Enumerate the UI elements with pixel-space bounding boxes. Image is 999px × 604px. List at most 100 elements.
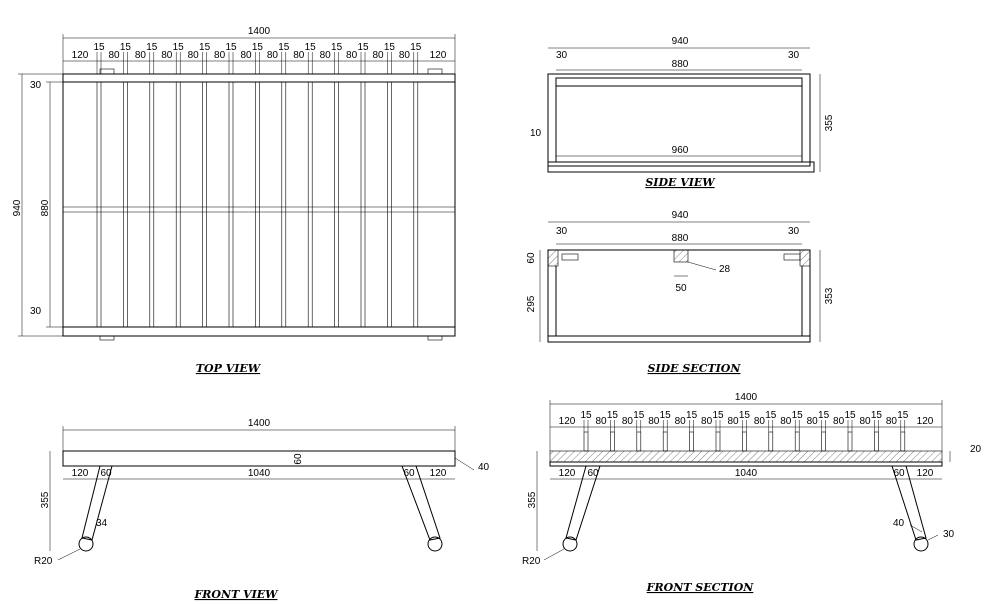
top-slat xyxy=(175,81,181,328)
section-dim-lower: 295 xyxy=(526,295,537,312)
fs-dim-leg-l: 60 xyxy=(587,468,599,479)
top-dim-gap: 80 xyxy=(293,50,305,61)
top-dim-slat: 15 xyxy=(225,42,237,53)
top-dim-gap: 80 xyxy=(372,50,384,61)
section-dim-left: 30 xyxy=(556,226,568,237)
front-dim-edge-right: 120 xyxy=(430,468,447,479)
side-view: 940 880 30 30 355 10 960 SIDE VIEW xyxy=(530,36,835,189)
fs-dim-slat: 15 xyxy=(897,410,909,421)
fs-dim-gap: 80 xyxy=(675,416,687,427)
fs-dim-gap: 80 xyxy=(833,416,845,427)
fs-dim-span: 1040 xyxy=(735,468,758,479)
fs-slat xyxy=(742,431,747,452)
top-dim-gap: 80 xyxy=(161,50,173,61)
top-slat xyxy=(307,81,313,328)
front-section-title: FRONT SECTION xyxy=(646,581,755,594)
front-leg-right xyxy=(401,465,441,541)
section-dim-inner: 880 xyxy=(672,233,689,244)
front-dim-foot: R20 xyxy=(34,556,53,567)
top-dim-gap: 80 xyxy=(188,50,200,61)
top-dim-slat: 15 xyxy=(384,42,396,53)
top-slat xyxy=(202,81,207,328)
section-dim-beam-w: 50 xyxy=(675,283,687,294)
fs-dim-gap: 80 xyxy=(701,416,713,427)
fs-dim-top: 20 xyxy=(970,444,982,455)
front-dim-edge-left: 120 xyxy=(72,468,89,479)
fs-dim-slat: 15 xyxy=(712,410,724,421)
side-dim-overall: 940 xyxy=(672,36,689,47)
top-stub-right xyxy=(427,68,443,75)
fs-dim-gap: 80 xyxy=(859,416,871,427)
fs-slat xyxy=(874,431,879,452)
fs-slat xyxy=(794,431,800,452)
fs-slats xyxy=(583,431,906,452)
fs-dim-gap: 80 xyxy=(886,416,898,427)
top-slat xyxy=(413,81,419,328)
fs-dim-overall: 1400 xyxy=(735,392,758,403)
fs-slat xyxy=(583,431,589,452)
fs-dim-gap: 80 xyxy=(622,416,634,427)
fs-dim-gap: 80 xyxy=(727,416,739,427)
front-dim-height: 355 xyxy=(40,491,51,508)
top-rail-front xyxy=(62,326,456,337)
side-dim-inner: 880 xyxy=(672,59,689,70)
side-top-rail xyxy=(555,77,803,87)
top-dim-slat: 15 xyxy=(357,42,369,53)
section-dim-overall: 940 xyxy=(672,210,689,221)
section-beam xyxy=(673,249,689,263)
section-dim-beam: 28 xyxy=(719,264,731,275)
front-view: 1400 60 120 60 1040 60 120 40 355 34 R20… xyxy=(34,418,490,601)
top-dim-depth: 940 xyxy=(12,199,23,216)
top-dim-slat: 15 xyxy=(120,42,132,53)
top-slats xyxy=(63,81,455,328)
top-dim-slat: 15 xyxy=(278,42,290,53)
top-slat xyxy=(281,81,287,328)
section-dim-total: 353 xyxy=(824,287,835,304)
top-view: 1400 120 120 158015801580158015801580158… xyxy=(12,26,456,375)
fs-dim-edge-l: 120 xyxy=(559,468,576,479)
fs-foot-left xyxy=(562,536,578,552)
top-dim-overall: 1400 xyxy=(248,26,271,37)
fs-foot-right xyxy=(913,536,929,552)
fs-slat xyxy=(689,431,694,452)
top-dim-gap: 80 xyxy=(320,50,332,61)
fs-dim-gap: 80 xyxy=(807,416,819,427)
top-slat xyxy=(149,81,155,328)
top-dim-slat: 15 xyxy=(146,42,158,53)
fs-slat xyxy=(847,431,853,452)
fs-dim-slat: 15 xyxy=(844,410,856,421)
side-section-title: SIDE SECTION xyxy=(648,362,742,375)
section-post-left xyxy=(547,249,559,267)
side-section: 940 880 30 30 60 295 353 28 50 SIDE SECT… xyxy=(526,210,835,375)
front-dim-thickness: 60 xyxy=(293,453,304,465)
top-stub-bl xyxy=(99,335,115,341)
fs-slat xyxy=(768,431,774,452)
fs-dim-foot-w: 30 xyxy=(943,529,955,540)
top-dim-gap: 80 xyxy=(135,50,147,61)
top-dim-gap: 80 xyxy=(108,50,120,61)
fs-dim-leg-w: 40 xyxy=(893,518,905,529)
fs-dim-slat: 15 xyxy=(792,410,804,421)
fs-slat xyxy=(900,431,906,452)
top-dim-edge-right: 120 xyxy=(430,50,447,61)
top-slat xyxy=(387,81,392,328)
fs-dim-gap: 80 xyxy=(595,416,607,427)
top-view-title: TOP VIEW xyxy=(196,362,262,375)
top-dim-slat: 15 xyxy=(199,42,211,53)
top-slat xyxy=(360,81,366,328)
fs-dim-gap: 80 xyxy=(780,416,792,427)
front-dim-end: 40 xyxy=(478,462,490,473)
top-dim-rail-front: 30 xyxy=(30,306,42,317)
top-dim-slat: 15 xyxy=(331,42,343,53)
front-top xyxy=(62,450,456,467)
fs-dim-slat: 15 xyxy=(871,410,883,421)
fs-dim-slat: 15 xyxy=(818,410,830,421)
side-dim-right: 30 xyxy=(788,50,800,61)
top-dim-gap: 80 xyxy=(346,50,358,61)
section-frame xyxy=(547,249,811,343)
fs-dim-slat: 15 xyxy=(660,410,672,421)
top-slat xyxy=(96,81,102,328)
fs-dim-gap: 80 xyxy=(754,416,766,427)
top-dim-slat: 15 xyxy=(410,42,422,53)
front-dim-leg-right: 60 xyxy=(403,468,415,479)
